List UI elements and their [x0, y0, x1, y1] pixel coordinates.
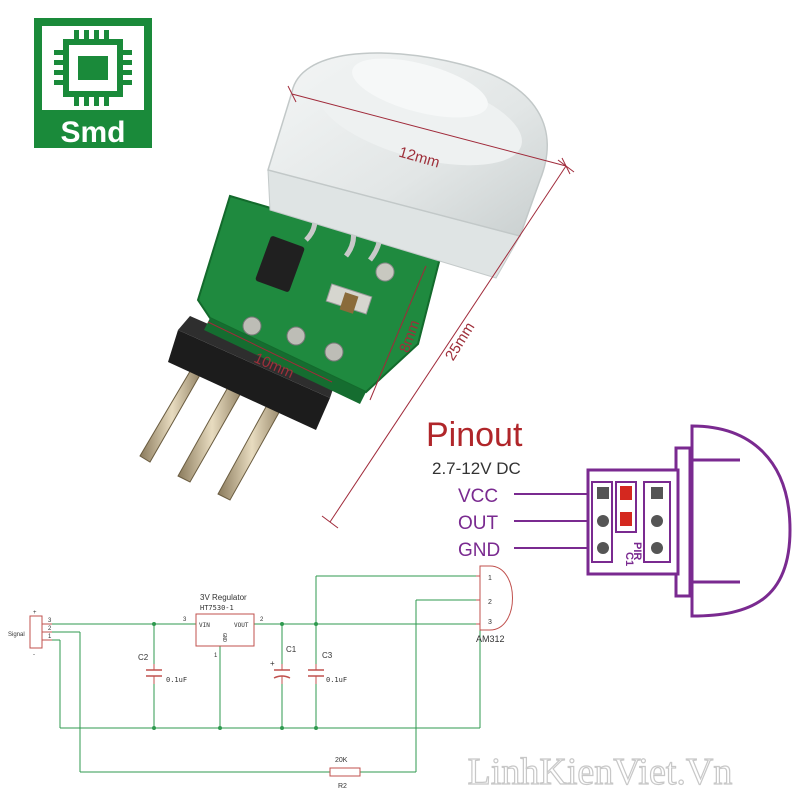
svg-text:1: 1	[48, 634, 52, 640]
logo: Smd	[34, 18, 152, 149]
resistor-r2	[329, 767, 361, 777]
svg-text:20K: 20K	[335, 757, 348, 764]
schematic-wires	[52, 575, 481, 773]
svg-text:C1: C1	[286, 645, 297, 654]
svg-text:GND: GND	[221, 633, 227, 642]
svg-text:0.1uF: 0.1uF	[326, 676, 347, 684]
solder-pad	[375, 262, 395, 282]
svg-text:R2: R2	[338, 783, 347, 790]
capacitor-c3	[308, 664, 324, 684]
svg-text:3: 3	[488, 619, 492, 626]
am312-sensor	[476, 565, 513, 631]
pad-vcc	[597, 487, 609, 499]
svg-text:2: 2	[260, 617, 264, 623]
logo-text: Smd	[60, 116, 125, 149]
pin-label-gnd: GND	[458, 540, 500, 561]
schematic: Signal 3 2 1 + - 3V Regulator HT7530-1 V…	[8, 565, 513, 790]
svg-text:VIN: VIN	[199, 622, 210, 629]
dimension-25mm-label: 25mm	[442, 319, 479, 363]
silkscreen-pir: PIR	[631, 542, 643, 560]
pinout-voltage: 2.7-12V DC	[432, 459, 521, 478]
pir-dome	[267, 52, 548, 279]
sensor-name: AM312	[476, 634, 505, 644]
svg-text:0.1uF: 0.1uF	[166, 676, 187, 684]
regulator-ic	[195, 613, 255, 647]
signal-connector	[29, 615, 43, 649]
chip-icon	[54, 30, 132, 106]
smd-pad-top	[620, 486, 632, 500]
svg-text:2: 2	[48, 626, 52, 632]
svg-text:1: 1	[488, 575, 492, 582]
pin-label-out: OUT	[458, 513, 499, 534]
svg-text:3: 3	[183, 617, 187, 623]
svg-text:VOUT: VOUT	[234, 622, 249, 629]
pinout-title: Pinout	[426, 416, 523, 454]
pinout-board	[586, 424, 792, 618]
svg-text:2: 2	[488, 599, 492, 606]
watermark-text: LinhKienViet.Vn	[468, 751, 733, 793]
pinout-section: Pinout 2.7-12V DC VCC OUT GND C1 PIR	[426, 416, 792, 618]
transistor-component	[255, 236, 305, 292]
capacitor-c1	[273, 664, 291, 684]
svg-text:C2: C2	[138, 653, 149, 662]
polarity-mark: +	[270, 659, 275, 668]
regulator-part: HT7530-1	[200, 604, 234, 612]
pad-gnd	[597, 542, 609, 554]
connector-label: Signal	[8, 632, 25, 638]
silkscreen-c1: C1	[623, 552, 635, 566]
svg-text:1: 1	[214, 653, 218, 659]
smd-pad-bottom	[620, 512, 632, 526]
svg-text:3: 3	[48, 618, 52, 624]
svg-text:+: +	[33, 610, 37, 616]
pin-header-base	[168, 330, 330, 430]
pad-out	[597, 515, 609, 527]
svg-text:C3: C3	[322, 651, 333, 660]
capacitor-c2	[146, 664, 162, 684]
regulator-title: 3V Regulator	[200, 593, 247, 602]
junctions	[152, 622, 318, 730]
dimension-lines	[207, 85, 575, 529]
pin-label-vcc: VCC	[458, 486, 498, 507]
svg-text:-: -	[33, 652, 35, 658]
